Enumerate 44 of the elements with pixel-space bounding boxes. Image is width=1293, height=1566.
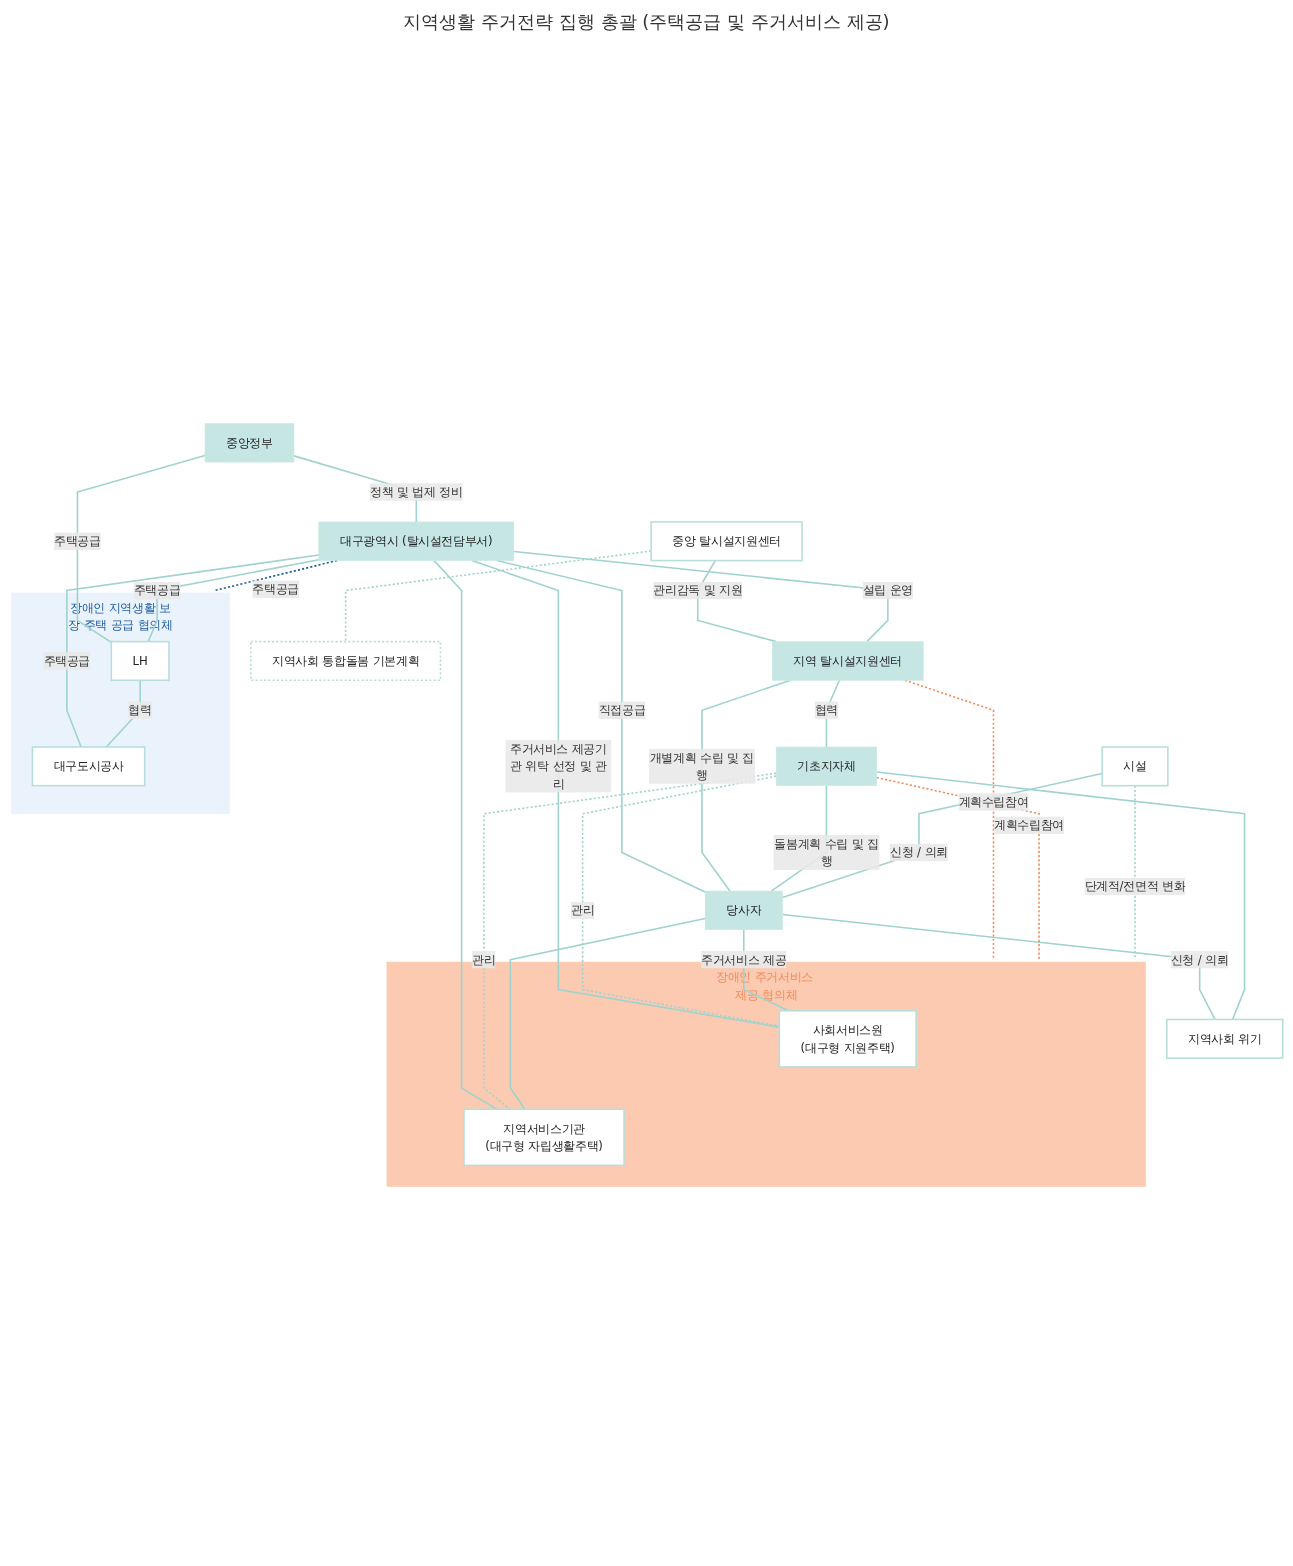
- connector: [65, 554, 320, 748]
- edge-label: 주택공급: [43, 654, 90, 668]
- connector: [76, 454, 206, 644]
- node-box: 지역사회 위기: [1165, 1018, 1284, 1059]
- connector: [105, 679, 141, 748]
- edge-label: 주택공급: [53, 534, 101, 548]
- edge-label: 협력: [127, 703, 152, 717]
- edge-label: 계획수립참여: [958, 795, 1028, 809]
- edge-label: 직접공급: [598, 703, 645, 717]
- node-box: 중앙 탈시설지원센터: [649, 521, 803, 562]
- edge-label: 설립 운영: [862, 583, 913, 598]
- edge-label: 관리: [570, 903, 594, 918]
- connector: [146, 559, 320, 643]
- edge-label: 주택공급: [251, 582, 299, 596]
- edge-label: 주거서비스 제공기관 위탁 선정 및 관리: [509, 742, 607, 791]
- node-box: 지역서비스기관 (대구형 자립생활주택): [462, 1108, 625, 1167]
- edge-label: 개별계획 수립 및 집행: [649, 750, 754, 782]
- connector: [875, 771, 1245, 1021]
- edge-label: 계획수립참여: [993, 818, 1064, 832]
- edge-label: 정책 및 법제 정비: [369, 485, 463, 499]
- connector: [432, 559, 498, 1111]
- node-box: 사회서비스원 (대구형 지원주택): [778, 1009, 917, 1068]
- edge-label: 주거서비스 제공: [700, 953, 786, 967]
- node-box: 시설: [1100, 746, 1169, 787]
- edge-label: 신청 / 의뢰: [889, 845, 948, 860]
- edge-label: 단계적/전면적 변화: [1084, 879, 1185, 894]
- node-box: 당사자: [704, 890, 783, 930]
- connector: [781, 913, 1216, 1021]
- node-box: 대구광역시 (탈시설전담부서): [318, 521, 514, 561]
- node-box: 지역사회 통합돌봄 기본계획: [249, 640, 441, 682]
- node-box: 지역 탈시설지원센터: [771, 641, 923, 681]
- connector: [1133, 784, 1136, 961]
- edge-label: 신청 / 의뢰: [1170, 953, 1229, 967]
- edge-label: 관리감독 및 지원: [652, 583, 742, 598]
- edge-label: 협력: [814, 703, 838, 717]
- edge-label: 돌봄계획 수립 및 집행: [773, 837, 879, 868]
- edge-label: 관리: [471, 953, 496, 967]
- node-box: 대구도시공사: [31, 746, 145, 787]
- note: 지역생활 주거전략 집행 총괄 (주택공급 및 주거서비스 제공): [403, 10, 890, 34]
- node-box: 중앙정부: [204, 423, 294, 463]
- node-box: 기초지자체: [775, 746, 877, 786]
- edge-label: 주택공급: [133, 583, 180, 598]
- node-box: LH: [110, 640, 170, 682]
- connector: [509, 917, 706, 1111]
